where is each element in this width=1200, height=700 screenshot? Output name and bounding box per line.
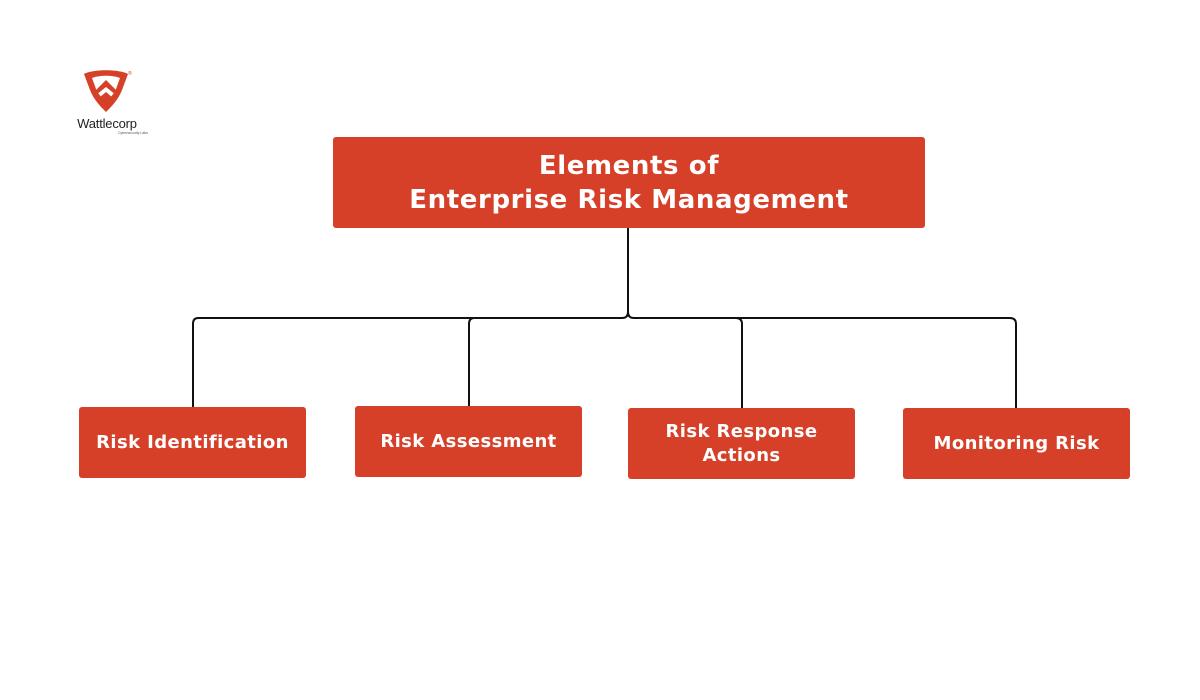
root-title-line-1: Elements of [538, 150, 720, 181]
node-label: Risk Response Actions [665, 420, 818, 466]
logo-tagline: Cybersecurity Labs [118, 131, 148, 135]
node-risk-assessment: Risk Assessment [355, 406, 582, 477]
registered-mark: ® [128, 70, 132, 77]
logo-wordmark: Wattlecorp [77, 116, 137, 131]
root-node: Elements of Enterprise Risk Management [333, 137, 925, 228]
node-risk-identification: Risk Identification [79, 407, 306, 478]
connector-left-pair [192, 311, 629, 407]
root-title-line-2: Enterprise Risk Management [409, 184, 849, 215]
node-label: Monitoring Risk [933, 432, 1100, 454]
connector-right-pair [627, 311, 1017, 408]
node-label: Risk Identification [96, 431, 289, 453]
shield-logo-icon: ® [84, 70, 132, 112]
node-monitoring-risk: Monitoring Risk [903, 408, 1130, 479]
node-risk-response-actions: Risk Response Actions [628, 408, 855, 479]
company-logo: ® Wattlecorp Cybersecurity Labs [66, 68, 148, 138]
node-label: Risk Assessment [380, 430, 557, 452]
